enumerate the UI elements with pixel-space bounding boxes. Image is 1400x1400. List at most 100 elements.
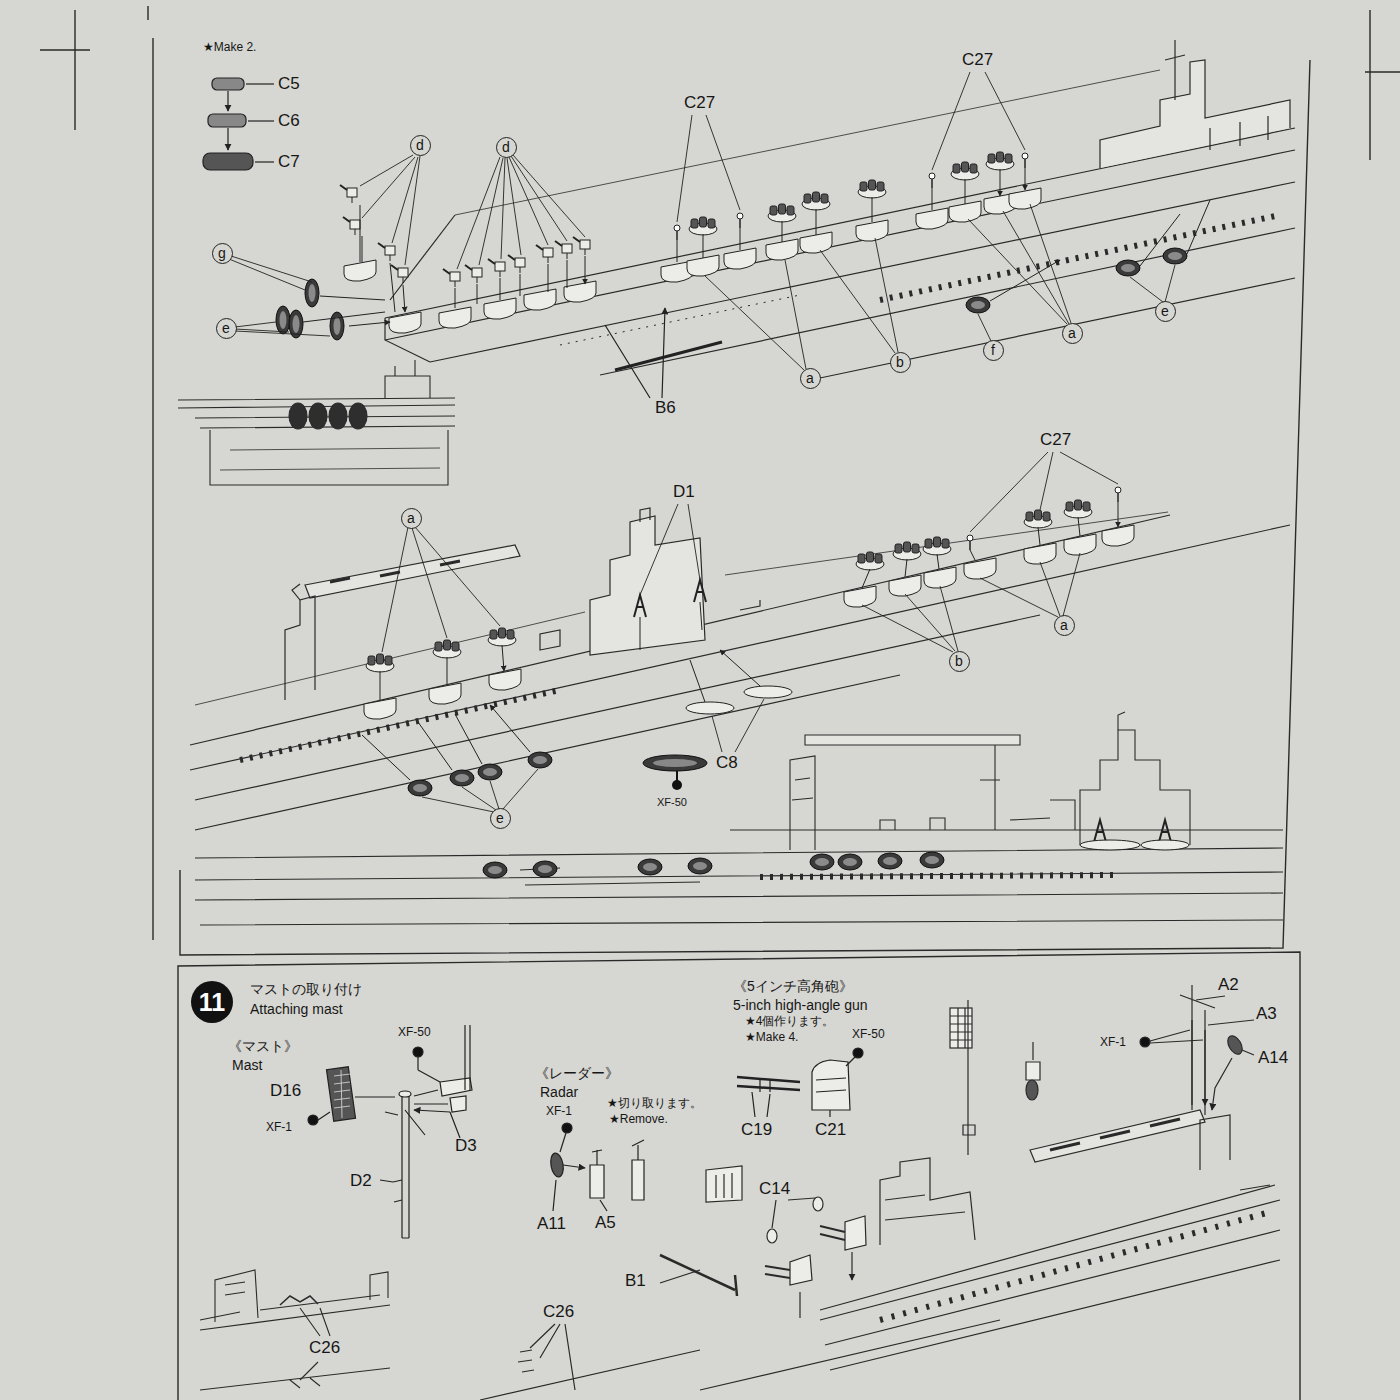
- mast-part: [465, 1025, 470, 1090]
- leader-lines: [360, 155, 420, 265]
- gun-parts: [676, 771, 678, 782]
- sponsons: [364, 525, 1134, 719]
- ship-side-view: [730, 829, 1283, 830]
- instruction-note: ★Make 4.: [745, 1031, 798, 1045]
- radar-part: [590, 1165, 604, 1198]
- sponsons: [524, 289, 556, 310]
- part-number: A5: [595, 1213, 616, 1233]
- leader-lines: [970, 452, 1118, 532]
- gun-parts: [305, 279, 319, 307]
- part-number: C27: [1040, 430, 1071, 450]
- gun-parts: [483, 862, 507, 878]
- mast-part: [402, 1095, 409, 1238]
- mast-part: [440, 1078, 472, 1112]
- ship-hull: [305, 545, 520, 598]
- mast-part: [334, 1070, 350, 1118]
- gun-parts: [488, 259, 505, 277]
- part-number: C26: [543, 1302, 574, 1322]
- assembly-arrows: [677, 168, 1025, 262]
- side-view-inset: [210, 430, 448, 485]
- ship-hull: [385, 128, 1295, 318]
- sponsons: [889, 575, 921, 596]
- part-number: C6: [278, 111, 300, 131]
- gun-parts: [330, 312, 344, 340]
- gun-parts: [1141, 840, 1189, 850]
- section-heading: マストの取り付け: [250, 981, 362, 997]
- ship-side-view: [980, 745, 1000, 830]
- sponsons: [724, 248, 756, 269]
- ship-detail: [518, 1350, 534, 1372]
- gun-parts: [366, 654, 394, 672]
- part-number: C5: [278, 74, 300, 94]
- sponsons: [916, 208, 948, 229]
- sponsons: [564, 281, 596, 302]
- gun-part: [737, 1077, 800, 1090]
- ship-hull: [820, 278, 1295, 378]
- gun-parts: [443, 269, 460, 287]
- callout-letter: e: [216, 318, 237, 339]
- ship-hull: [560, 295, 800, 345]
- ship-detail: [706, 1166, 742, 1202]
- node-text: d: [416, 138, 424, 152]
- mast-part: [308, 1115, 318, 1125]
- part-number: D3: [455, 1136, 477, 1156]
- gun-parts: [694, 580, 706, 602]
- part-stack: [208, 114, 246, 127]
- section-heading: 《5インチ高角砲》: [733, 978, 853, 994]
- ship-detail: [790, 1216, 866, 1285]
- inset-view: [370, 1272, 388, 1300]
- part-number: D16: [270, 1081, 301, 1101]
- part-number: C14: [759, 1179, 790, 1199]
- gun-parts: [276, 306, 290, 334]
- leader-lines: [980, 553, 1080, 617]
- page-frame: [152, 38, 153, 940]
- gun-parts: [1080, 840, 1140, 850]
- side-view-inset: [309, 403, 327, 429]
- leader-lines: [382, 527, 500, 652]
- gun-parts: [391, 265, 408, 283]
- part-stack: [227, 128, 228, 150]
- ship-hull: [292, 584, 300, 600]
- leader-lines: [457, 155, 585, 269]
- ship-hull: [190, 508, 1290, 830]
- side-view-inset: [385, 360, 430, 398]
- inset-view: [200, 1295, 390, 1330]
- sponsons: [389, 312, 421, 333]
- part-number: C27: [962, 50, 993, 70]
- inset-view: [200, 1270, 390, 1390]
- node-text: b: [896, 355, 904, 369]
- assembly-arrows: [455, 256, 585, 308]
- ship-hull: [455, 70, 1160, 215]
- part-stack: [248, 120, 274, 121]
- radar-part: [632, 1160, 644, 1200]
- ship-detail: [716, 1173, 732, 1198]
- rod-part: [615, 342, 722, 370]
- side-view-inset: [178, 360, 455, 485]
- mast-part: [355, 1090, 450, 1112]
- node-text: g: [218, 246, 226, 260]
- part-number: C21: [815, 1120, 846, 1140]
- page-frame: [180, 60, 1310, 955]
- paint-code: XF-50: [852, 1028, 885, 1042]
- gun-parts: [508, 255, 525, 273]
- node-text: e: [1161, 304, 1169, 318]
- gun-parts: [838, 854, 862, 870]
- sponsons: [766, 239, 798, 260]
- radar-part: [563, 1165, 585, 1168]
- gun-parts: [951, 162, 979, 180]
- ship-side-view: [195, 848, 1283, 925]
- gun-parts: [689, 217, 717, 235]
- ship-detail: [880, 1158, 975, 1245]
- side-view-inset: [289, 403, 307, 429]
- section-heading: Attaching mast: [250, 1001, 343, 1017]
- assembly-arrows: [640, 602, 760, 702]
- gun-parts: [643, 755, 707, 771]
- mast-part: [318, 1112, 330, 1120]
- ship-detail: [963, 1000, 975, 1155]
- ship-side-view: [1080, 730, 1190, 845]
- step-number: 11: [191, 981, 233, 1023]
- leader-lines: [968, 204, 1071, 324]
- sponsons: [924, 567, 956, 588]
- gun-parts: [966, 297, 990, 313]
- side-view-inset: [220, 448, 440, 470]
